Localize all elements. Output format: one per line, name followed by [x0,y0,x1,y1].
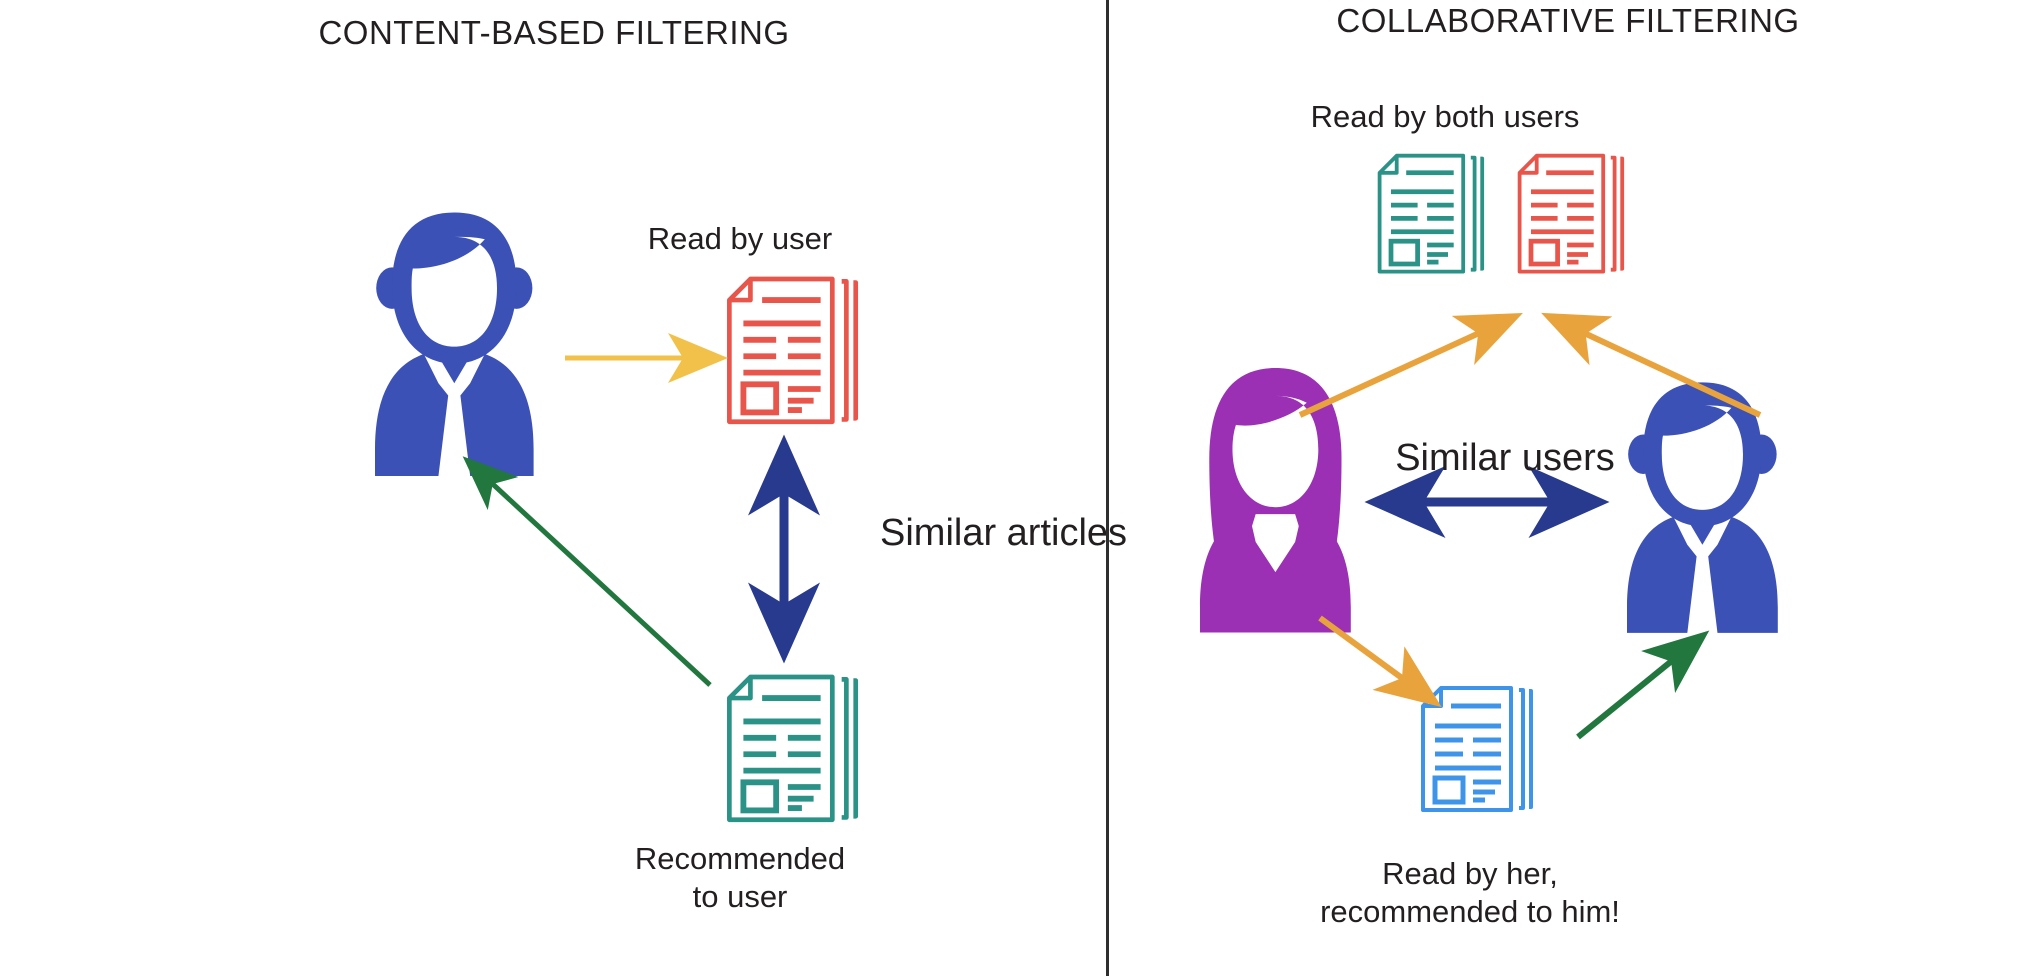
right-panel-title: COLLABORATIVE FILTERING [1336,2,1800,39]
content-based-filtering-panel: CONTENT-BASED FILTERING Read by user Rec… [318,14,1127,914]
label-recommended-to-user: Recommended to user [634,841,846,914]
collaborative-filtering-panel: COLLABORATIVE FILTERING [1108,0,2028,976]
label-read-by-both-users: Read by both users [1310,99,1580,134]
label-read-by-user: Read by user [647,221,833,256]
panel-divider [1106,0,1109,976]
label-read-by-her: Read by her, recommended to him! [1320,856,1620,929]
left-panel-title: CONTENT-BASED FILTERING [318,14,790,51]
label-similar-users: Similar users [1395,437,1615,479]
